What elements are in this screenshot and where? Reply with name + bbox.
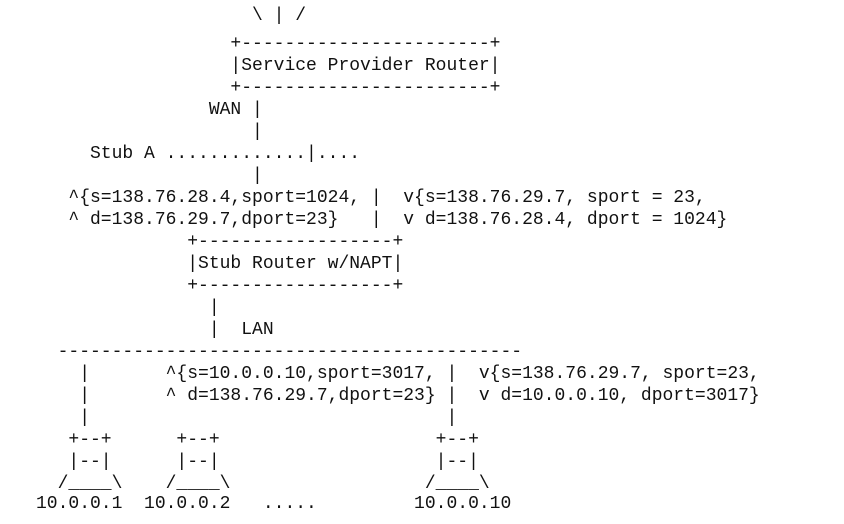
host-drops: | |: [36, 408, 458, 428]
host-monitor-tops: +--+ +--+ +--+: [36, 430, 479, 450]
lan-flow-source-lines: | ^{s=10.0.0.10,sport=3017, | v{s=138.76…: [36, 364, 760, 384]
host-address-labels: 10.0.0.1 10.0.0.2 ..... 10.0.0.10: [36, 494, 512, 514]
host-monitor-bases: /____\ /____\ /____\: [36, 474, 490, 494]
wan-link: |: [36, 122, 263, 142]
wan-flow-dest-lines: ^ d=138.76.29.7,dport=23} | v d=138.76.2…: [36, 210, 728, 230]
provider-box-bottom: +-----------------------+: [36, 78, 501, 98]
lan-flow-dest-lines: | ^ d=138.76.29.7,dport=23} | v d=10.0.0…: [36, 386, 760, 406]
service-provider-router: |Service Provider Router|: [36, 56, 501, 76]
wan-link-lower: |: [36, 166, 263, 186]
wan-label: WAN |: [36, 100, 263, 120]
lan-label: | LAN: [36, 320, 274, 340]
antenna-symbol: \ | /: [36, 6, 307, 26]
stub-a-label: Stub A .............|....: [36, 144, 361, 164]
lan-bus: ----------------------------------------…: [36, 342, 523, 362]
host-monitor-screens: |--| |--| |--|: [36, 452, 479, 472]
napt-box-bottom: +------------------+: [36, 276, 404, 296]
napt-box-top: +------------------+: [36, 232, 404, 252]
wan-flow-source-lines: ^{s=138.76.28.4,sport=1024, | v{s=138.76…: [36, 188, 706, 208]
stub-router-napt: |Stub Router w/NAPT|: [36, 254, 404, 274]
provider-box-top: +-----------------------+: [36, 34, 501, 54]
lan-link: |: [36, 298, 220, 318]
